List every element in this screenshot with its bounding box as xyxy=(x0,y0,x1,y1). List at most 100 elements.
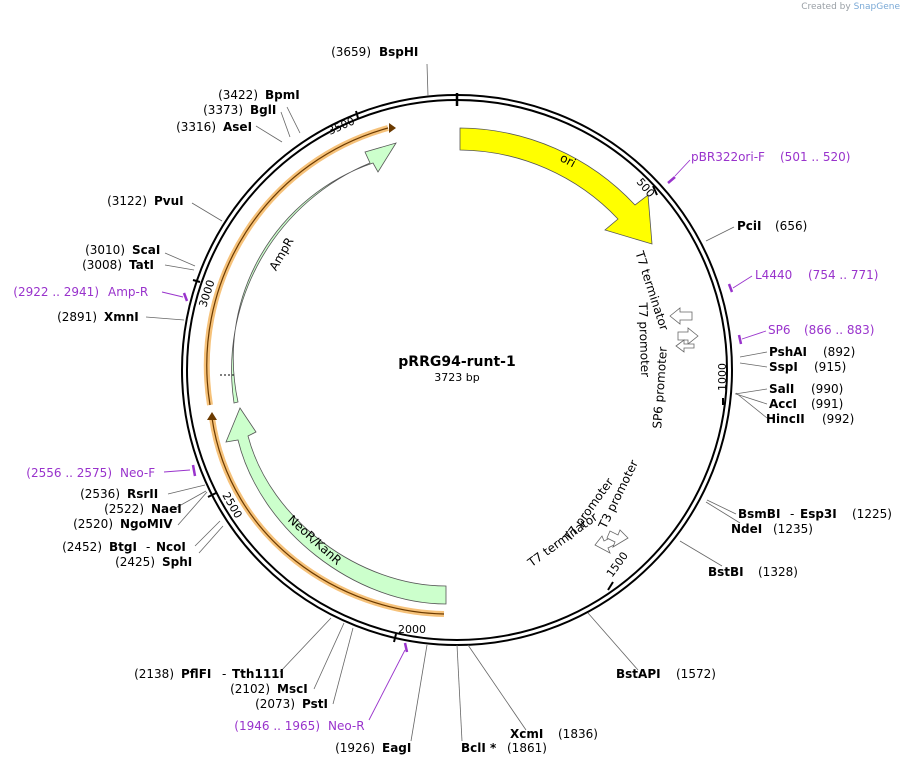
pflfi-separator: - xyxy=(222,667,226,681)
enzyme-sali[interactable]: SalI (990) xyxy=(769,382,843,396)
enzyme-bgli[interactable]: (3373) BglI xyxy=(203,103,276,117)
plasmid-name: pRRG94-runt-1 xyxy=(398,354,515,370)
naei-pos: (2522) xyxy=(104,502,144,516)
ndei-name: NdeI xyxy=(731,522,762,536)
ndei-pos: (1235) xyxy=(773,522,813,536)
enzyme-eagi[interactable]: (1926) EagI xyxy=(335,741,411,755)
pcii-name: PciI xyxy=(737,219,762,233)
sphi-pos: (2425) xyxy=(115,555,155,569)
enzyme-ngomiv[interactable]: (2520) NgoMIV xyxy=(73,517,173,531)
orf-arc-bottom-arrow xyxy=(207,412,217,420)
bpmi-name: BpmI xyxy=(265,88,300,102)
pshai-name: PshAI xyxy=(769,345,807,359)
primer-ticks xyxy=(182,176,743,653)
tick-1000: 1000 xyxy=(716,363,729,391)
enzyme-acci[interactable]: AccI (991) xyxy=(769,397,843,411)
pflfi-pos: (2138) xyxy=(134,667,174,681)
enzyme-pcii[interactable]: PciI (656) xyxy=(737,219,807,233)
sspi-name: SspI xyxy=(769,360,798,374)
primer-neo-f[interactable]: (2556 .. 2575) Neo-F xyxy=(26,466,155,480)
enzyme-bstapi[interactable]: BstAPI (1572) xyxy=(616,667,716,681)
tick-2000: 2000 xyxy=(398,623,426,636)
acci-pos: (991) xyxy=(811,397,843,411)
enzyme-rsrii[interactable]: (2536) RsrII xyxy=(80,487,158,501)
neor-feature[interactable] xyxy=(225,407,447,605)
enzyme-asei[interactable]: (3316) AseI xyxy=(176,120,252,134)
enzyme-psti[interactable]: (2073) PstI xyxy=(255,697,328,711)
psti-pos: (2073) xyxy=(255,697,295,711)
enzyme-ndei[interactable]: NdeI (1235) xyxy=(731,522,813,536)
btgi-separator: - xyxy=(146,540,150,554)
neo-f-range: (2556 .. 2575) xyxy=(26,466,112,480)
tati-name: TatI xyxy=(129,258,154,272)
enzyme-xmni[interactable]: (2891) XmnI xyxy=(57,310,139,324)
primer-neo-r[interactable]: (1946 .. 1965) Neo-R xyxy=(234,719,364,733)
bstbi-pos: (1328) xyxy=(758,565,798,579)
promoter-glyphs-bottom xyxy=(594,529,629,554)
bsphi-pos: (3659) xyxy=(331,45,371,59)
tati-pos: (3008) xyxy=(82,258,122,272)
amp-r-name: Amp-R xyxy=(108,285,148,299)
enzyme-xcmi[interactable]: XcmI (1836) xyxy=(510,727,598,741)
enzyme-bsmbi-esp3i[interactable]: BsmBI - Esp3I (1225) xyxy=(738,507,892,521)
pbr322ori-f-name: pBR322ori-F xyxy=(691,150,765,164)
enzyme-hincii[interactable]: HincII (992) xyxy=(766,412,854,426)
hincii-name: HincII xyxy=(766,412,805,426)
enzyme-bpmi[interactable]: (3422) BpmI xyxy=(218,88,300,102)
pvui-name: PvuI xyxy=(154,194,184,208)
enzyme-pvui[interactable]: (3122) PvuI xyxy=(107,194,184,208)
orf-arc-bottom[interactable] xyxy=(211,417,445,615)
xmni-pos: (2891) xyxy=(57,310,97,324)
enzyme-pflfi-tth111i[interactable]: (2138) PflFI - Tth111I xyxy=(134,667,284,681)
asei-name: AseI xyxy=(223,120,252,134)
rsrii-name: RsrII xyxy=(127,487,158,501)
primer-amp-r[interactable]: (2922 .. 2941) Amp-R xyxy=(13,285,148,299)
msci-name: MscI xyxy=(277,682,308,696)
enzyme-btgi-ncoi[interactable]: (2452) BtgI - NcoI xyxy=(62,540,186,554)
scai-pos: (3010) xyxy=(85,243,125,257)
tick-500: 500 xyxy=(634,176,657,200)
eagi-name: EagI xyxy=(382,741,411,755)
bgli-pos: (3373) xyxy=(203,103,243,117)
enzyme-naei[interactable]: (2522) NaeI xyxy=(104,502,182,516)
xmni-name: XmnI xyxy=(104,310,139,324)
bstapi-pos: (1572) xyxy=(676,667,716,681)
orf-arc-top[interactable] xyxy=(206,127,389,406)
enzyme-sphi[interactable]: (2425) SphI xyxy=(115,555,192,569)
enzyme-bsphi[interactable]: (3659) BspHI xyxy=(331,45,418,59)
bpmi-pos: (3422) xyxy=(218,88,258,102)
ngomiv-pos: (2520) xyxy=(73,517,113,531)
xcmi-name: XcmI xyxy=(510,727,543,741)
ori-feature[interactable] xyxy=(459,127,653,245)
hincii-pos: (992) xyxy=(822,412,854,426)
bsmbi-separator: - xyxy=(790,507,794,521)
ampr-feature[interactable] xyxy=(231,142,397,404)
tick-marks xyxy=(192,110,724,643)
enzyme-pshai[interactable]: PshAI (892) xyxy=(769,345,855,359)
enzyme-bstbi[interactable]: BstBI (1328) xyxy=(708,565,798,579)
primer-l4440[interactable]: L4440 (754 .. 771) xyxy=(755,268,878,282)
enzyme-scai[interactable]: (3010) ScaI xyxy=(85,243,160,257)
snapgene-logo: SnapGene xyxy=(853,2,900,12)
msci-pos: (2102) xyxy=(230,682,270,696)
naei-name: NaeI xyxy=(151,502,182,516)
sspi-pos: (915) xyxy=(814,360,846,374)
leader-lines xyxy=(145,63,768,742)
enzyme-bcli[interactable]: BclI * (1861) xyxy=(461,741,547,755)
bcli-name: BclI * xyxy=(461,741,497,755)
pflfi-name: PflFI xyxy=(181,667,211,681)
enzyme-sspi[interactable]: SspI (915) xyxy=(769,360,846,374)
primer-pbr322ori-f[interactable]: pBR322ori-F (501 .. 520) xyxy=(691,150,850,164)
primer-sp6[interactable]: SP6 (866 .. 883) xyxy=(768,323,874,337)
btgi-pos: (2452) xyxy=(62,540,102,554)
scai-name: ScaI xyxy=(132,243,160,257)
pshai-pos: (892) xyxy=(823,345,855,359)
tick-1500: 1500 xyxy=(604,549,631,579)
bgli-name: BglI xyxy=(250,103,276,117)
sali-pos: (990) xyxy=(811,382,843,396)
enzyme-tati[interactable]: (3008) TatI xyxy=(82,258,154,272)
esp3i-name: Esp3I xyxy=(800,507,837,521)
enzyme-msci[interactable]: (2102) MscI xyxy=(230,682,308,696)
xcmi-pos: (1836) xyxy=(558,727,598,741)
